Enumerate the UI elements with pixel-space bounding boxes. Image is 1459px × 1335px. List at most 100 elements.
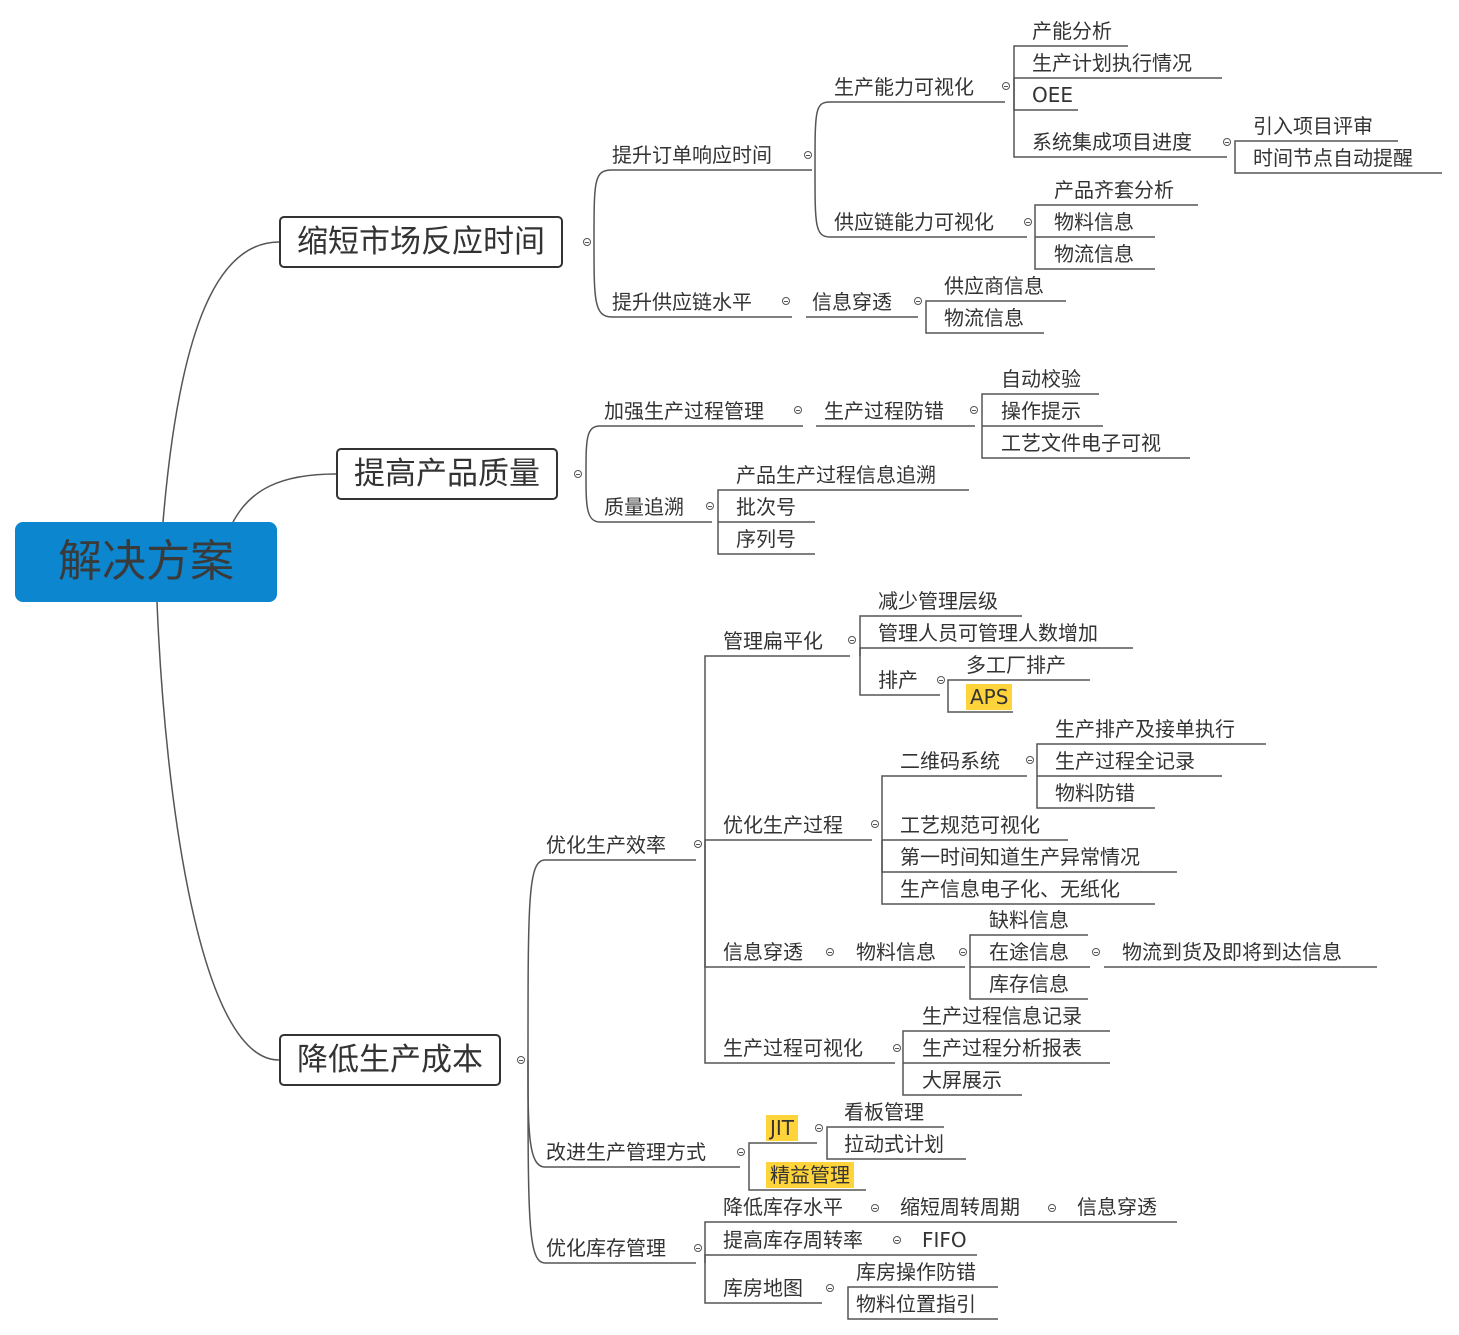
- collapse-toggle-icon[interactable]: [694, 840, 702, 848]
- leaf-auto-reminder[interactable]: 时间节点自动提醒: [1253, 146, 1413, 170]
- leaf-full-record[interactable]: 生产过程全记录: [1055, 749, 1195, 773]
- leaf-kit-analysis[interactable]: 产品齐套分析: [1054, 178, 1174, 202]
- leaf-supplier-info[interactable]: 供应商信息: [944, 274, 1044, 298]
- subtopic-inventory-management[interactable]: 优化库存管理: [546, 1236, 666, 1260]
- leaf-spec-visualization[interactable]: 工艺规范可视化: [900, 813, 1040, 837]
- subtopic-warehouse-map[interactable]: 库房地图: [723, 1276, 803, 1300]
- collapse-toggle-icon[interactable]: [694, 1244, 702, 1252]
- highlight-label: JIT: [766, 1115, 799, 1141]
- leaf-multi-factory-scheduling[interactable]: 多工厂排产: [966, 653, 1066, 677]
- subtopic-order-response[interactable]: 提升订单响应时间: [612, 143, 772, 167]
- subtopic-material-info[interactable]: 物料信息: [856, 940, 936, 964]
- collapse-toggle-icon[interactable]: [970, 406, 978, 414]
- collapse-toggle-icon[interactable]: [937, 676, 945, 684]
- leaf-capacity-analysis[interactable]: 产能分析: [1032, 19, 1112, 43]
- collapse-toggle-icon[interactable]: [826, 1284, 834, 1292]
- leaf-oee[interactable]: OEE: [1032, 83, 1074, 107]
- leaf-lean-management[interactable]: 精益管理: [758, 1160, 862, 1190]
- leaf-paperless[interactable]: 生产信息电子化、无纸化: [900, 877, 1120, 901]
- collapse-toggle-icon[interactable]: [826, 948, 834, 956]
- collapse-toggle-icon[interactable]: [848, 636, 856, 644]
- leaf-analysis-report[interactable]: 生产过程分析报表: [922, 1036, 1082, 1060]
- subtopic-supply-chain-visualization[interactable]: 供应链能力可视化: [834, 210, 994, 234]
- central-topic[interactable]: 解决方案: [15, 522, 277, 602]
- subtopic-flat-management[interactable]: 管理扁平化: [723, 629, 823, 653]
- collapse-toggle-icon[interactable]: [893, 1236, 901, 1244]
- collapse-toggle-icon[interactable]: [1026, 756, 1034, 764]
- leaf-aps[interactable]: APS: [958, 682, 1020, 712]
- subtopic-info-penetration[interactable]: 信息穿透: [812, 290, 892, 314]
- leaf-reduce-layers[interactable]: 减少管理层级: [878, 589, 998, 613]
- subtopic-shorten-turnover[interactable]: 缩短周转周期: [900, 1195, 1020, 1219]
- subtopic-error-proofing[interactable]: 生产过程防错: [824, 399, 944, 423]
- leaf-fifo[interactable]: FIFO: [922, 1228, 967, 1252]
- collapse-toggle-icon[interactable]: [1024, 218, 1032, 226]
- subtopic-lower-inventory[interactable]: 降低库存水平: [723, 1195, 843, 1219]
- collapse-toggle-icon[interactable]: [893, 1044, 901, 1052]
- collapse-toggle-icon[interactable]: [804, 151, 812, 159]
- leaf-process-trace[interactable]: 产品生产过程信息追溯: [736, 463, 936, 487]
- leaf-arrival-info[interactable]: 物流到货及即将到达信息: [1122, 940, 1342, 964]
- leaf-shortage-info[interactable]: 缺料信息: [989, 908, 1069, 932]
- leaf-material-error-proofing[interactable]: 物料防错: [1055, 781, 1135, 805]
- subtopic-turnover-rate[interactable]: 提高库存周转率: [723, 1228, 863, 1252]
- collapse-toggle-icon[interactable]: [815, 1124, 823, 1132]
- leaf-logistics-info-2[interactable]: 物流信息: [944, 306, 1024, 330]
- collapse-toggle-icon[interactable]: [871, 820, 879, 828]
- collapse-toggle-icon[interactable]: [1002, 82, 1010, 90]
- subtopic-production-efficiency[interactable]: 优化生产效率: [546, 833, 666, 857]
- leaf-batch-number[interactable]: 批次号: [736, 495, 796, 519]
- collapse-toggle-icon[interactable]: [706, 502, 714, 510]
- leaf-serial-number[interactable]: 序列号: [736, 527, 796, 551]
- highlight-label: 精益管理: [766, 1162, 854, 1188]
- topic-improve-quality[interactable]: 提高产品质量: [336, 448, 558, 500]
- subtopic-optimize-process[interactable]: 优化生产过程: [723, 813, 843, 837]
- leaf-anomaly-awareness[interactable]: 第一时间知道生产异常情况: [900, 845, 1140, 869]
- collapse-toggle-icon[interactable]: [1223, 138, 1231, 146]
- collapse-toggle-icon[interactable]: [737, 1148, 745, 1156]
- leaf-kanban[interactable]: 看板管理: [844, 1100, 924, 1124]
- leaf-process-record[interactable]: 生产过程信息记录: [922, 1004, 1082, 1028]
- subtopic-supply-chain-level[interactable]: 提升供应链水平: [612, 290, 752, 314]
- collapse-toggle-icon[interactable]: [517, 1056, 525, 1064]
- subtopic-qr-system[interactable]: 二维码系统: [900, 749, 1000, 773]
- topic-reduce-cost[interactable]: 降低生产成本: [279, 1034, 501, 1086]
- leaf-order-execution[interactable]: 生产排产及接单执行: [1055, 717, 1235, 741]
- topic-shorten-market-response[interactable]: 缩短市场反应时间: [279, 216, 563, 268]
- collapse-toggle-icon[interactable]: [583, 238, 591, 246]
- leaf-warehouse-error-proofing[interactable]: 库房操作防错: [856, 1260, 976, 1284]
- subtopic-process-visualization[interactable]: 生产过程可视化: [723, 1036, 863, 1060]
- leaf-span-of-control[interactable]: 管理人员可管理人数增加: [878, 621, 1098, 645]
- leaf-electronic-process-docs[interactable]: 工艺文件电子可视: [1001, 431, 1161, 455]
- subtopic-integration-progress[interactable]: 系统集成项目进度: [1032, 130, 1192, 154]
- collapse-toggle-icon[interactable]: [1092, 948, 1100, 956]
- subtopic-quality-traceability[interactable]: 质量追溯: [604, 495, 684, 519]
- subtopic-management-method[interactable]: 改进生产管理方式: [546, 1140, 706, 1164]
- leaf-auto-verification[interactable]: 自动校验: [1001, 367, 1081, 391]
- subtopic-jit[interactable]: JIT: [758, 1113, 806, 1143]
- leaf-project-review[interactable]: 引入项目评审: [1253, 114, 1373, 138]
- subtopic-capacity-visualization[interactable]: 生产能力可视化: [834, 75, 974, 99]
- leaf-info-penetration-3[interactable]: 信息穿透: [1077, 1195, 1157, 1219]
- leaf-pull-planning[interactable]: 拉动式计划: [844, 1132, 944, 1156]
- leaf-operation-hint[interactable]: 操作提示: [1001, 399, 1081, 423]
- subtopic-in-transit[interactable]: 在途信息: [989, 940, 1069, 964]
- leaf-location-guide[interactable]: 物料位置指引: [856, 1292, 976, 1316]
- collapse-toggle-icon[interactable]: [959, 948, 967, 956]
- subtopic-scheduling[interactable]: 排产: [878, 668, 918, 692]
- collapse-toggle-icon[interactable]: [574, 470, 582, 478]
- leaf-inventory-info[interactable]: 库存信息: [989, 972, 1069, 996]
- subtopic-process-management[interactable]: 加强生产过程管理: [604, 399, 764, 423]
- leaf-material-info[interactable]: 物料信息: [1054, 210, 1134, 234]
- collapse-toggle-icon[interactable]: [794, 406, 802, 414]
- collapse-toggle-icon[interactable]: [1048, 1204, 1056, 1212]
- leaf-big-screen[interactable]: 大屏展示: [922, 1068, 1002, 1092]
- leaf-logistics-info[interactable]: 物流信息: [1054, 242, 1134, 266]
- collapse-toggle-icon[interactable]: [914, 297, 922, 305]
- collapse-toggle-icon[interactable]: [871, 1204, 879, 1212]
- collapse-toggle-icon[interactable]: [782, 297, 790, 305]
- subtopic-info-penetration-2[interactable]: 信息穿透: [723, 940, 803, 964]
- leaf-plan-execution[interactable]: 生产计划执行情况: [1032, 51, 1192, 75]
